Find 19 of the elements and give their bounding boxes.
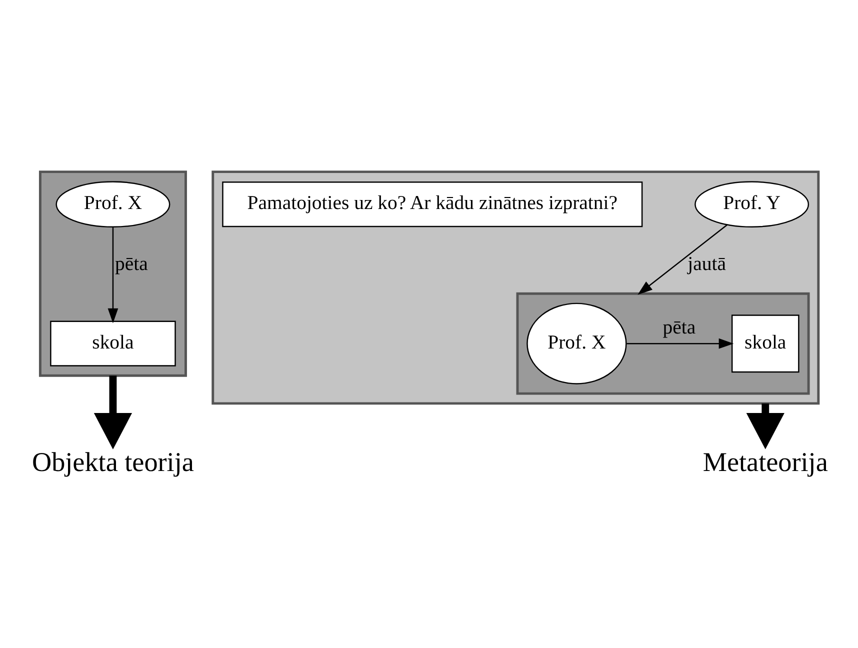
edge-label: jautā [688,252,726,275]
edge-label: pēta [662,316,696,338]
arrow [108,228,118,324]
cluster [516,292,810,395]
node-ellipse: Prof. Y [694,181,810,228]
node-ellipse: Prof. X [56,181,170,228]
node-text: Objekta teorija [32,446,194,477]
arrow [626,338,734,349]
arrow [94,376,132,450]
node-ellipse: Prof. X [526,302,627,384]
cluster [212,170,820,405]
edge-label: pēta [115,252,148,275]
arrow [638,224,728,295]
node-text: Metateorija [702,446,828,477]
node-box: skola [50,320,176,366]
node-box: skola [731,314,800,373]
arrow [746,403,784,450]
node-box: Pamatojoties uz ko? Ar kādu zinātnes izpratni? [222,182,643,228]
cluster [38,170,187,377]
